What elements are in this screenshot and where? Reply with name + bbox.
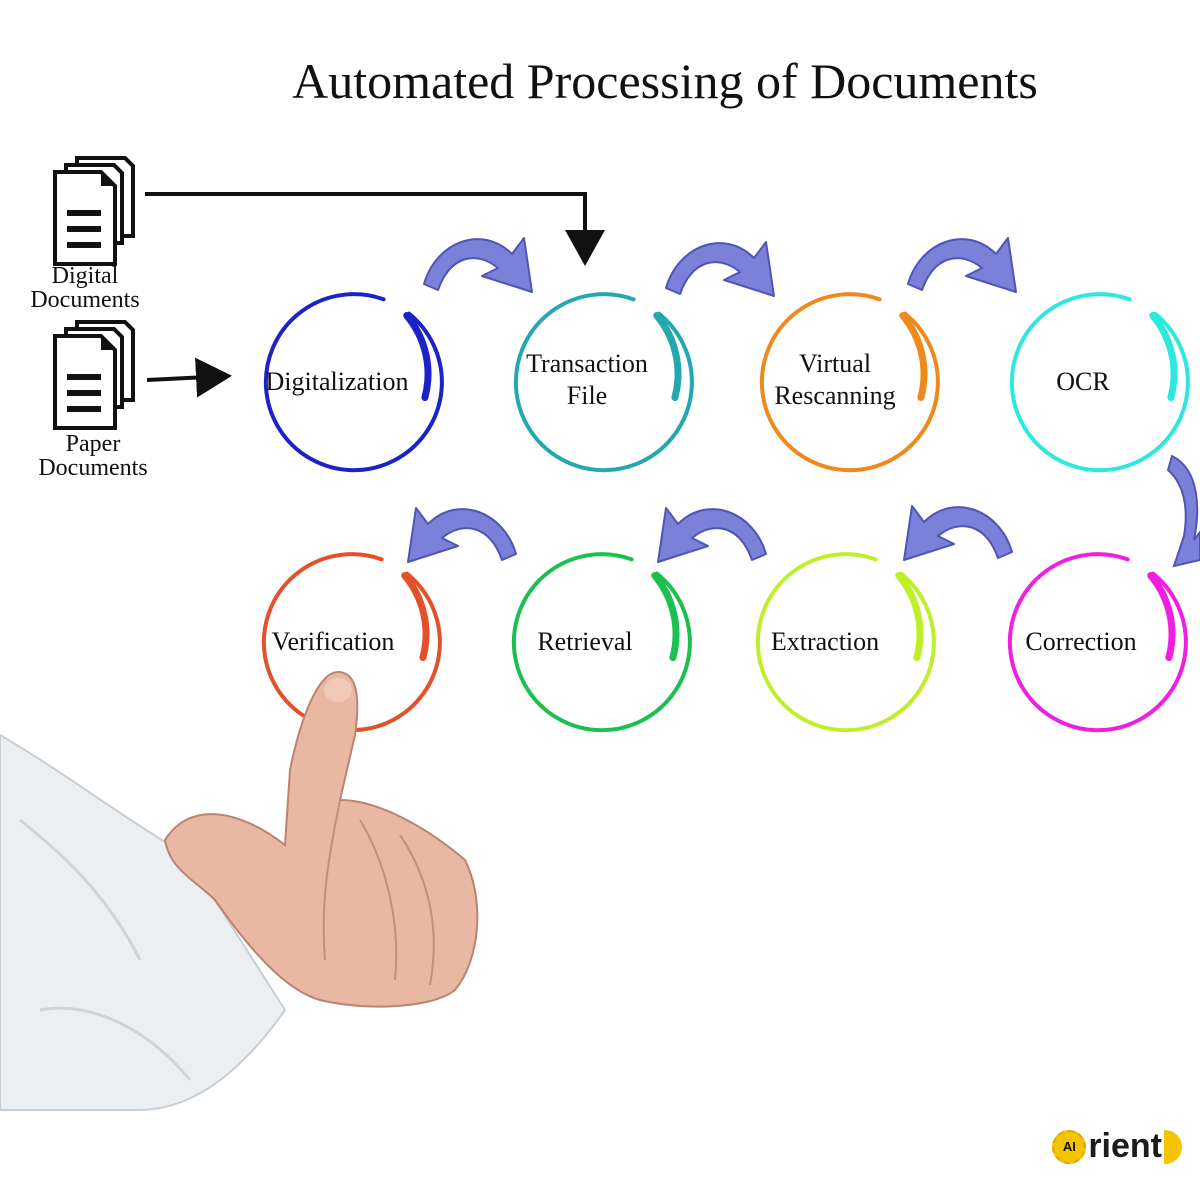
diagram-title: Automated Processing of Documents (292, 53, 1038, 109)
flow-arrow-digitalization-to-transaction (423, 237, 533, 293)
flow-arrow-correction-to-extraction (903, 505, 1013, 561)
paper-documents-label: Paper Documents (38, 431, 148, 481)
flow-arrow-transaction-to-rescanning (665, 241, 775, 297)
stage-ring-stroke-transaction-file (653, 312, 682, 402)
stage-ring-transaction-file (513, 292, 694, 473)
stage-extraction-label: Extraction (770, 627, 880, 656)
stage-correction-label: Correction (1025, 627, 1137, 656)
flow-arrow-extraction-to-retrieval (657, 507, 767, 563)
digital-documents-label: Digital Documents (30, 263, 140, 313)
stage-ocr-label: OCR (1056, 367, 1110, 396)
pointing-hand-image (0, 670, 479, 1111)
digital-documents-icon (53, 156, 135, 266)
stage-ring-virtual-rescanning (759, 292, 940, 473)
paper-documents-icon (53, 320, 135, 430)
stage-virtual-rescanning-label: Virtual Rescanning (774, 349, 896, 410)
brand-logo: AI rient (1052, 1127, 1182, 1166)
stage-ring-stroke-retrieval (651, 572, 680, 662)
stage-retrieval-label: Retrieval (537, 627, 633, 656)
stage-digitalization-label: Digitalization (265, 367, 409, 396)
flow-arrow-rescanning-to-ocr (907, 237, 1017, 293)
logo-ai-badge: AI (1052, 1129, 1087, 1164)
stage-ring-stroke-extraction (895, 572, 924, 662)
logo-accent-shape (1164, 1129, 1182, 1164)
stage-ring-correction (1007, 552, 1188, 733)
stage-ring-stroke-digitalization (403, 312, 432, 402)
digital-to-transaction-arrow (145, 192, 605, 266)
stage-ring-stroke-virtual-rescanning (899, 312, 928, 402)
stage-verification-label: Verification (271, 627, 395, 656)
stage-ring-extraction (755, 552, 936, 733)
stage-transaction-file-label: Transaction File (526, 349, 648, 410)
flow-arrow-ocr-to-correction (1166, 454, 1200, 568)
stage-ring-ocr (1009, 292, 1190, 473)
stage-ring-stroke-correction (1147, 572, 1176, 662)
flow-arrow-retrieval-to-verification (407, 507, 517, 563)
logo-wordmark: rient (1088, 1127, 1162, 1165)
stage-ring-digitalization (263, 292, 444, 473)
stage-ring-retrieval (511, 552, 692, 733)
stage-ring-stroke-ocr (1149, 312, 1178, 402)
paper-to-digitalization-arrow (146, 357, 232, 398)
stage-ring-stroke-verification (401, 572, 430, 662)
